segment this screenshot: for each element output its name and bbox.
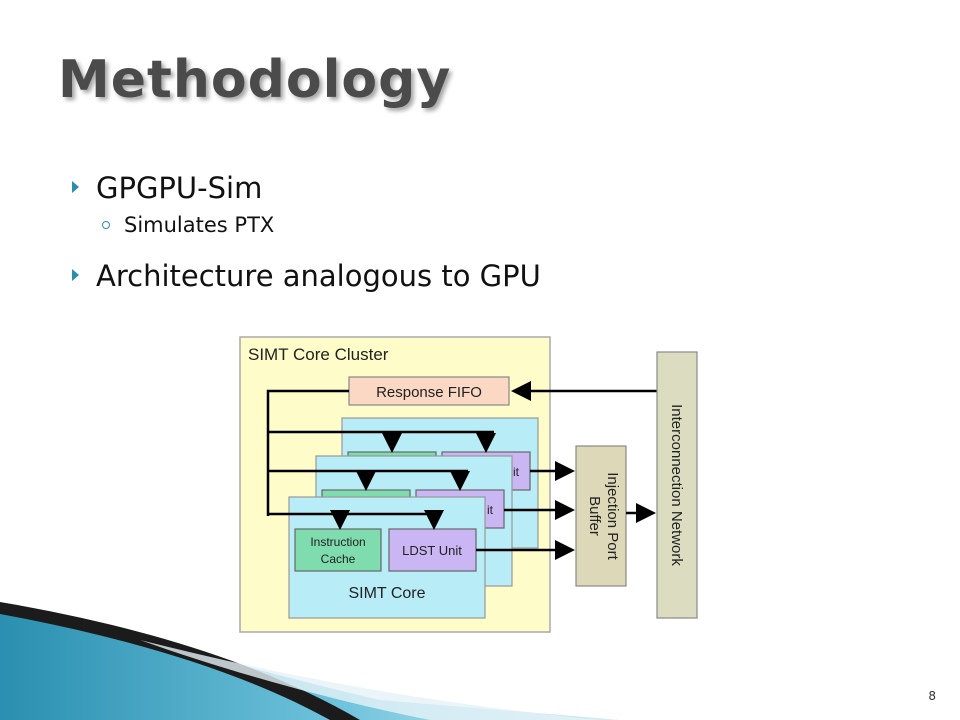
cluster-label: SIMT Core Cluster [248, 345, 389, 364]
interconnection-network-box [656, 351, 698, 619]
instruction-cache-box [294, 528, 382, 572]
injection-buffer-label: Buffer [586, 496, 603, 536]
bullet-item: GPGPU-Sim [72, 168, 872, 208]
bullet-arrow-icon [72, 181, 79, 193]
ldst-partial-label: it [513, 465, 520, 479]
bullet-text: GPGPU-Sim [96, 171, 263, 205]
instruction-cache-label: Instruction [310, 535, 365, 549]
sub-bullet-ring-icon [102, 221, 110, 229]
bullet-text: Architecture analogous to GPU [96, 259, 541, 293]
sub-bullet-text: Simulates PTX [124, 213, 275, 237]
bullet-arrow-icon [72, 269, 79, 281]
simt-core-label: SIMT Core [348, 585, 425, 602]
decorative-swoosh [0, 602, 620, 720]
ldst-unit-box [388, 528, 477, 572]
architecture-diagram: SIMT Core Cluster Response FIFO it it In… [239, 336, 698, 633]
injection-port-label: Injection Port [604, 472, 621, 560]
ldst-to-port-arrows [476, 461, 575, 560]
fifo-distribution-lines [266, 389, 496, 530]
slide-title: Methodology [58, 50, 452, 110]
response-fifo-label: Response FIFO [376, 384, 482, 401]
response-fifo-box [348, 376, 510, 406]
instruction-cache-label: Cache [321, 552, 356, 566]
injection-port-buffer-box [575, 445, 627, 587]
bullet-list: GPGPU-Sim Simulates PTX Architecture ana… [72, 168, 872, 296]
interconnection-network-label: Interconnection Network [668, 404, 685, 566]
ldst-unit-label: LDST Unit [402, 543, 462, 558]
bullet-item: Architecture analogous to GPU [72, 256, 872, 296]
page-number: 8 [928, 689, 936, 703]
sub-bullet-item: Simulates PTX [72, 208, 872, 242]
ldst-partial-label: it [487, 503, 494, 517]
